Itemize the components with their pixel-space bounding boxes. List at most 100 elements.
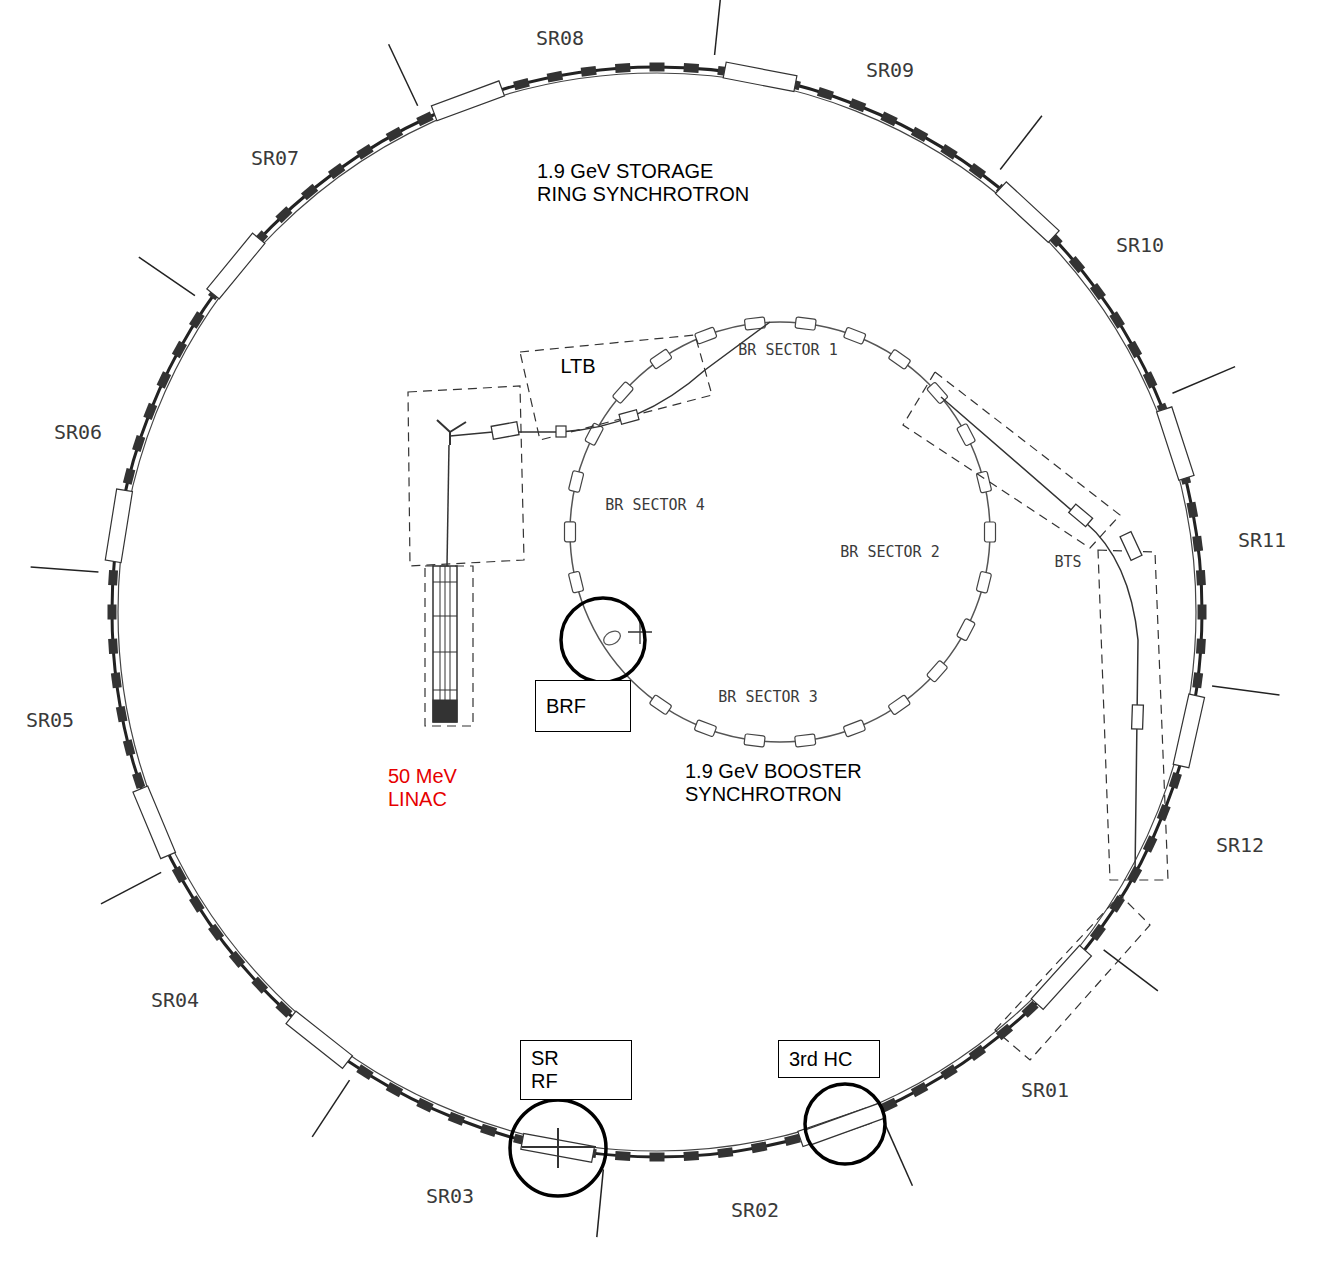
straight-section (286, 1011, 352, 1068)
booster-magnet (843, 720, 866, 737)
magnet (619, 410, 639, 424)
ring-magnet (189, 311, 205, 328)
callout-text: 3rd HC (789, 1048, 852, 1071)
sector-label: SR01 (1021, 1078, 1069, 1102)
magnet (556, 426, 566, 437)
dashed-region (903, 372, 1120, 548)
ring-magnet (356, 144, 373, 160)
ring-magnet (132, 435, 145, 452)
title-label: 1.9 GeV BOOSTER SYNCHROTRON (685, 760, 945, 806)
ring-magnet (123, 739, 135, 756)
ring-magnet (1069, 256, 1085, 273)
ring-magnet (1090, 283, 1106, 300)
ring-magnet (251, 977, 268, 994)
ring-magnet (111, 672, 122, 688)
ring-magnet (172, 341, 187, 358)
sector-tick (1104, 950, 1158, 991)
beam-line (450, 432, 493, 436)
storage-ring-magnets (108, 63, 1207, 1162)
cavity-symbol (805, 1103, 886, 1145)
booster-magnet (649, 695, 672, 715)
section-label: BR SECTOR 4 (605, 496, 704, 514)
sector-tick (1212, 686, 1279, 695)
ring-magnet (1143, 835, 1158, 852)
sector-label: SR06 (54, 420, 102, 444)
ring-magnet (116, 706, 128, 722)
ring-magnet (615, 63, 631, 73)
brf-cavity (561, 598, 652, 682)
sector-tick (885, 1124, 913, 1186)
sector-ticks (31, 0, 1280, 1237)
ring-magnet (1192, 672, 1203, 688)
booster-magnet (650, 349, 673, 369)
section-label: LTB (560, 355, 595, 378)
straight-section (133, 786, 176, 859)
ring-magnet (1192, 536, 1203, 552)
sector-label: SR07 (251, 146, 299, 170)
booster-magnet (888, 349, 911, 369)
callout-circle (510, 1100, 606, 1196)
booster-magnet (888, 695, 911, 715)
callout-circle (805, 1084, 885, 1164)
magnet (1120, 532, 1142, 561)
ring-magnet (328, 163, 345, 179)
linac-body (433, 566, 457, 722)
transfer-line (941, 397, 1138, 875)
ring-magnet (1109, 311, 1125, 328)
ring-magnet (1196, 570, 1206, 586)
ring-magnet (1187, 502, 1199, 518)
ring-magnet (1157, 804, 1171, 821)
callout-circle (561, 598, 645, 682)
linac-gun (433, 700, 457, 722)
callout-text: SR RF (531, 1047, 571, 1093)
magnet (1132, 705, 1144, 729)
sector-tick (1000, 116, 1042, 170)
straight-section (1031, 945, 1091, 1009)
section-label: BR SECTOR 2 (840, 543, 939, 561)
ring-magnet (157, 371, 172, 388)
ring-magnet (108, 638, 118, 654)
ring-magnet (969, 1045, 986, 1061)
dashed-region (425, 566, 473, 726)
sector-tick (597, 1169, 604, 1237)
sector-label: SR09 (866, 58, 914, 82)
ring-magnet (650, 1153, 665, 1162)
ring-magnet (229, 951, 245, 968)
ring-magnet (416, 1098, 433, 1113)
ring-magnet (717, 1147, 733, 1158)
booster-magnet (694, 720, 717, 737)
sector-tick (1172, 367, 1235, 394)
sector-label: SR10 (1116, 233, 1164, 257)
booster-magnet (926, 660, 947, 682)
ring-magnet (513, 78, 530, 90)
linac-label: 50 MeV LINAC (388, 765, 478, 811)
section-label: BR SECTOR 1 (738, 341, 837, 359)
cavity-symbol (522, 1128, 596, 1168)
booster-magnet (985, 522, 996, 542)
magnet (1069, 504, 1093, 527)
straight-section (431, 81, 504, 121)
ring-magnet (108, 570, 118, 586)
straight-section (995, 182, 1059, 243)
ring-magnet (817, 87, 834, 100)
storage-ring-line (112, 67, 1202, 1157)
straight-section (207, 233, 265, 299)
ring-magnet (416, 112, 433, 127)
beam-line (447, 445, 449, 566)
ring-magnet (1090, 924, 1106, 941)
ring-magnet (650, 63, 665, 72)
ring-magnet (784, 1134, 801, 1146)
ring-magnet (1127, 341, 1142, 358)
spectrometer-symbol (437, 420, 466, 445)
dashed-region (995, 895, 1150, 1060)
sector-label: SR11 (1238, 528, 1286, 552)
straight-section (1173, 694, 1204, 768)
section-label: BR SECTOR 3 (718, 688, 817, 706)
bts-line (941, 397, 1143, 875)
ring-magnet (751, 1142, 767, 1154)
storage-ring (105, 62, 1206, 1162)
ring-magnet (189, 895, 205, 912)
booster-magnet (744, 734, 765, 747)
booster-magnet (795, 734, 816, 747)
